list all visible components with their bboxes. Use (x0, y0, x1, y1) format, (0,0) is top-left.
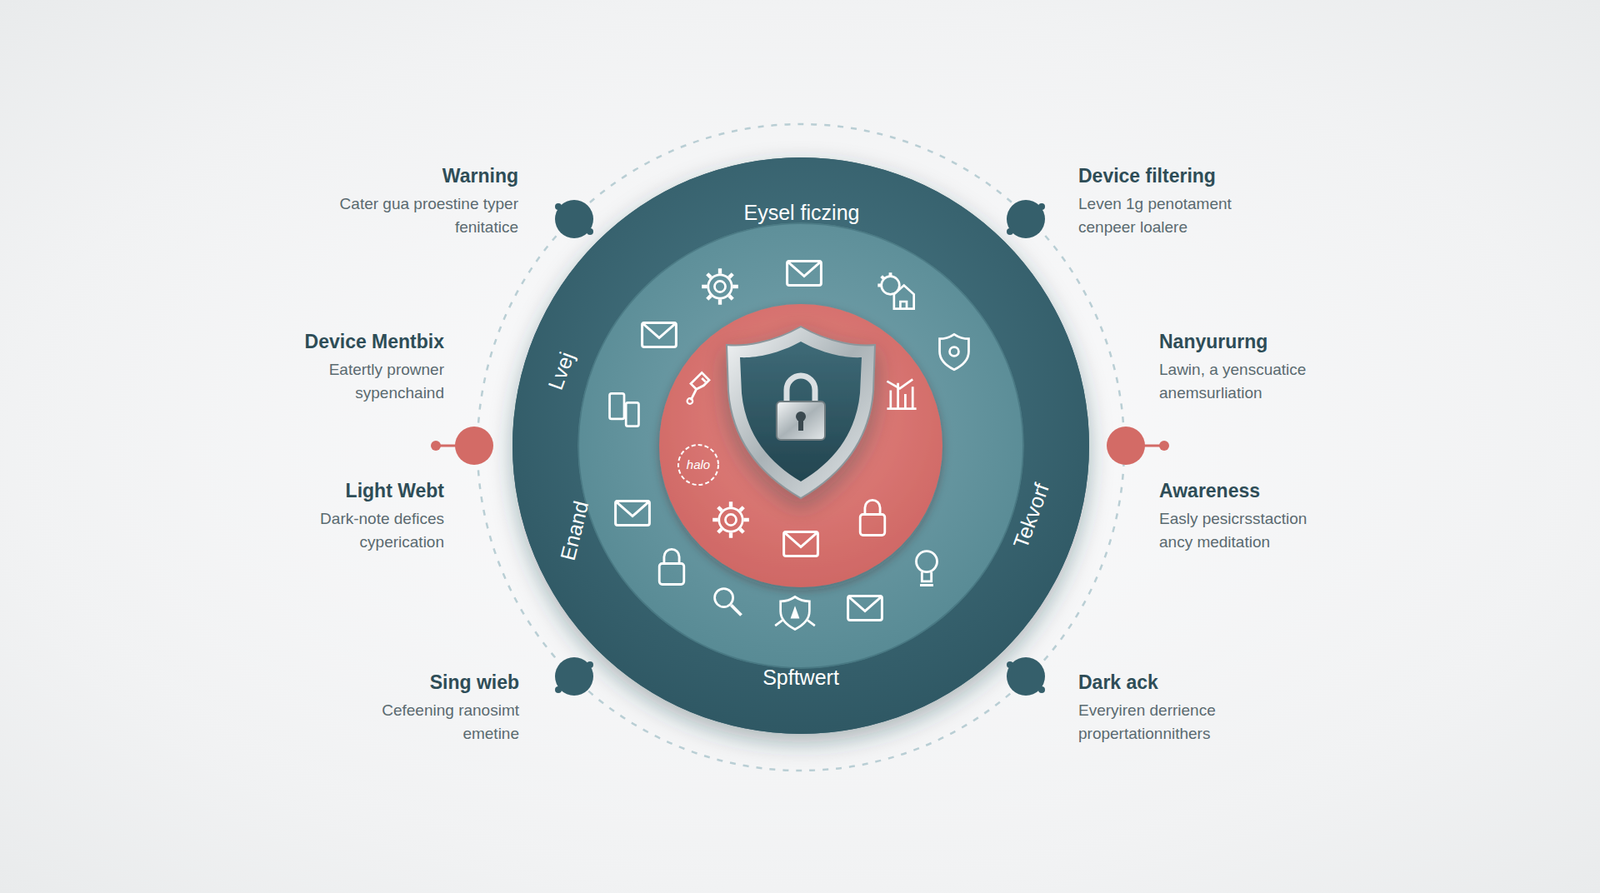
callout-body: Cater gua proestine typer fenitatice (339, 192, 519, 240)
callout-heading: Sing wieb (340, 670, 520, 695)
callout-label: Device filteringLeven 1g penotament cenp… (1078, 164, 1258, 240)
callout-label: Light WebtDark-note defices cyperication (265, 479, 445, 555)
callout-body: Dark-note defices cyperication (265, 507, 445, 555)
callout-label: Dark ackEveryiren derrience propertation… (1078, 670, 1258, 746)
callout-label: Sing wiebCefeening ranosimt emetine (340, 670, 520, 746)
ring-band-shape (512, 157, 1090, 735)
callout-label: WarningCater gua proestine typer fenitat… (339, 164, 519, 240)
callout-body: Cefeening ranosimt emetine (340, 699, 520, 746)
callout-body: Lawin, a yenscuatice anemsurliation (1159, 358, 1339, 405)
callout-heading: Awareness (1159, 479, 1339, 503)
icon-label: halo (686, 457, 710, 473)
callout-label: Device MentbixEatertly prowner sypenchai… (265, 330, 445, 405)
callout-heading: Light Webt (265, 479, 445, 503)
ring-band: Eysel ficzingLvejEnandTekvorfSpftwert (512, 157, 1090, 735)
callout-body: Easly pesicrsstaction ancy meditation (1159, 507, 1339, 555)
callout-label: NanyururngLawin, a yenscuatice anemsurli… (1159, 330, 1339, 405)
ring-text: Spftwert (762, 665, 840, 690)
callout-heading: Nanyururng (1159, 330, 1339, 354)
callout-body: Everyiren derrience propertationnithers (1078, 699, 1258, 746)
callout-heading: Warning (339, 164, 519, 188)
callout-heading: Device Mentbix (265, 330, 445, 354)
callout-heading: Dark ack (1078, 670, 1258, 695)
ring-text: Eysel ficzing (744, 200, 860, 225)
callout-heading: Device filtering (1078, 164, 1258, 188)
callout-body: Leven 1g penotament cenpeer loalere (1078, 192, 1258, 240)
ring-outline (512, 157, 1090, 735)
callout-body: Eatertly prowner sypenchaind (265, 358, 445, 405)
callout-label: AwarenessEasly pesicrsstaction ancy medi… (1159, 479, 1339, 555)
